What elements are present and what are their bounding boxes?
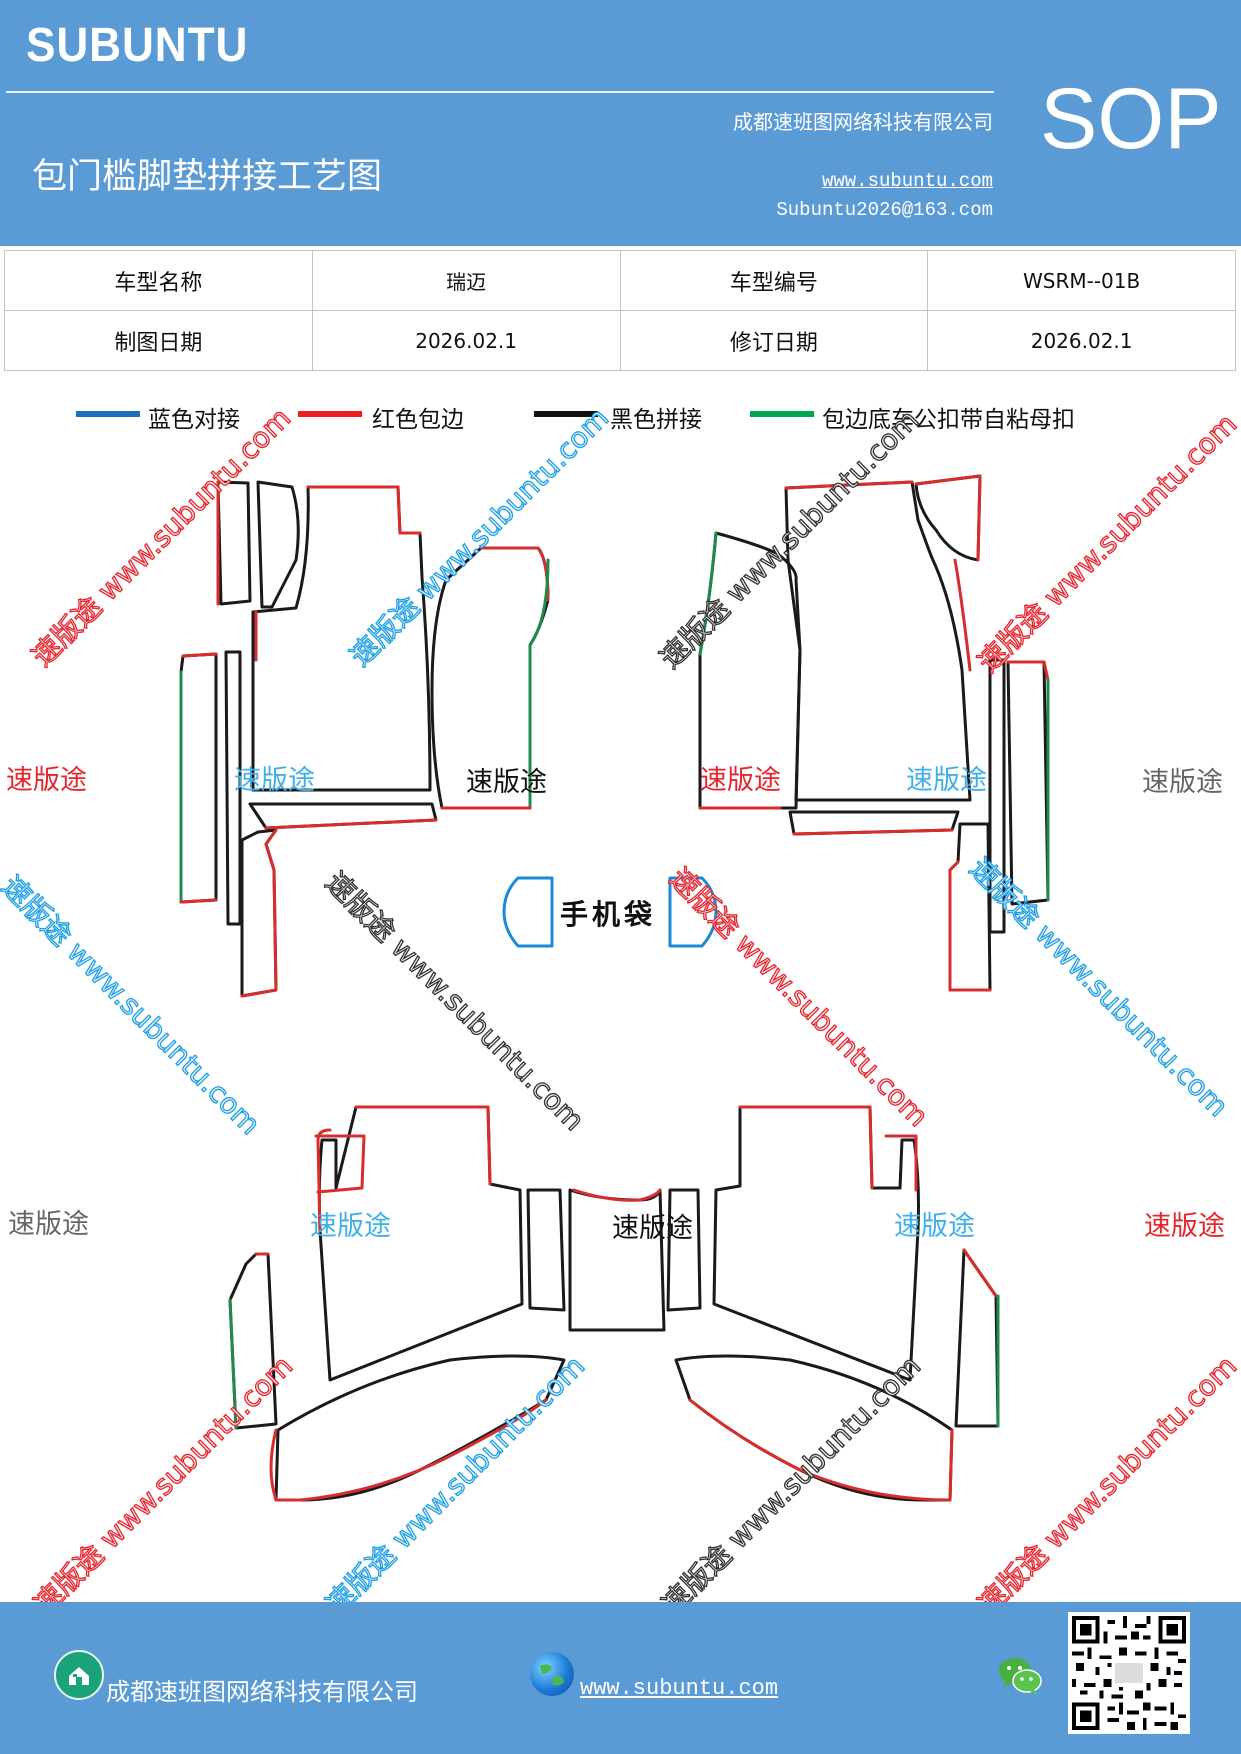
- table-row: 制图日期 2026.02.1 修订日期 2026.02.1: [4, 310, 1236, 371]
- brand-logo: SUBUNTU: [26, 19, 249, 72]
- rear-mat: [228, 1105, 1000, 1502]
- watermark-brand: 速版途: [8, 1209, 89, 1240]
- watermark-brand: 速版途: [6, 765, 87, 796]
- globe-icon: [530, 1652, 574, 1696]
- legend-swatch-blue: [76, 411, 140, 417]
- legend-swatch-black: [534, 411, 598, 417]
- watermark-brand: 速版途: [1142, 767, 1223, 798]
- header-divider: [6, 91, 994, 93]
- revise-date-value: 2026.02.1: [927, 310, 1236, 371]
- contact-email[interactable]: Subuntu2026@163.com: [776, 199, 993, 221]
- sop-badge: SOP: [1040, 71, 1222, 167]
- legend: 蓝色对接 红色包边 黑色拼接 包边底车公扣带自粘母扣: [0, 400, 1241, 440]
- watermark-brand: 速版途: [906, 765, 987, 796]
- legend-label-black: 黑色拼接: [610, 407, 702, 433]
- footer-company: 成都速班图网络科技有限公司: [106, 1678, 418, 1706]
- wechat-icon[interactable]: [996, 1654, 1044, 1702]
- model-no-value: WSRM--01B: [927, 250, 1236, 311]
- front-right-mat: [698, 474, 1050, 992]
- watermark-brand: 速版途: [700, 765, 781, 796]
- draw-date-label: 制图日期: [4, 310, 313, 371]
- legend-swatch-red: [298, 411, 362, 417]
- phone-pocket-label: 手机袋: [560, 898, 657, 931]
- document-title: 包门槛脚垫拼接工艺图: [32, 157, 383, 197]
- watermark-brand: 速版途: [894, 1211, 975, 1242]
- website-link[interactable]: www.subuntu.com: [821, 170, 993, 192]
- watermark-brand: 速版途: [612, 1213, 693, 1244]
- model-name-value: 瑞迈: [311, 250, 621, 311]
- phone-pockets: [502, 876, 718, 948]
- footer-website-link[interactable]: www.subuntu.com: [580, 1676, 779, 1701]
- draw-date-value: 2026.02.1: [311, 310, 621, 371]
- qr-code[interactable]: [1068, 1612, 1190, 1734]
- model-name-label: 车型名称: [4, 250, 313, 311]
- legend-label-green: 包边底车公扣带自粘母扣: [822, 407, 1075, 433]
- table-row: 车型名称 瑞迈 车型编号 WSRM--01B: [4, 250, 1236, 311]
- info-table: 车型名称 瑞迈 车型编号 WSRM--01B 制图日期 2026.02.1 修订…: [4, 250, 1236, 371]
- footer-banner: 成都速班图网络科技有限公司 www.subuntu.com: [0, 1602, 1241, 1754]
- header-banner: SUBUNTU 成都速班图网络科技有限公司 包门槛脚垫拼接工艺图 www.sub…: [0, 0, 1241, 246]
- floor-mat-drawing: [179, 474, 1050, 1502]
- watermark-brand: 速版途: [234, 765, 315, 796]
- legend-label-red: 红色包边: [372, 407, 464, 433]
- watermark-brand: 速版途: [310, 1211, 391, 1242]
- legend-label-blue: 蓝色对接: [148, 407, 240, 433]
- revise-date-label: 修订日期: [619, 310, 929, 371]
- watermark-brand: 速版途: [1144, 1211, 1225, 1242]
- home-icon: [54, 1650, 104, 1700]
- company-name: 成都速班图网络科技有限公司: [733, 110, 993, 134]
- legend-swatch-green: [750, 411, 814, 417]
- watermark-brand: 速版途: [466, 767, 547, 798]
- model-no-label: 车型编号: [619, 250, 929, 311]
- front-left-mat: [179, 480, 550, 998]
